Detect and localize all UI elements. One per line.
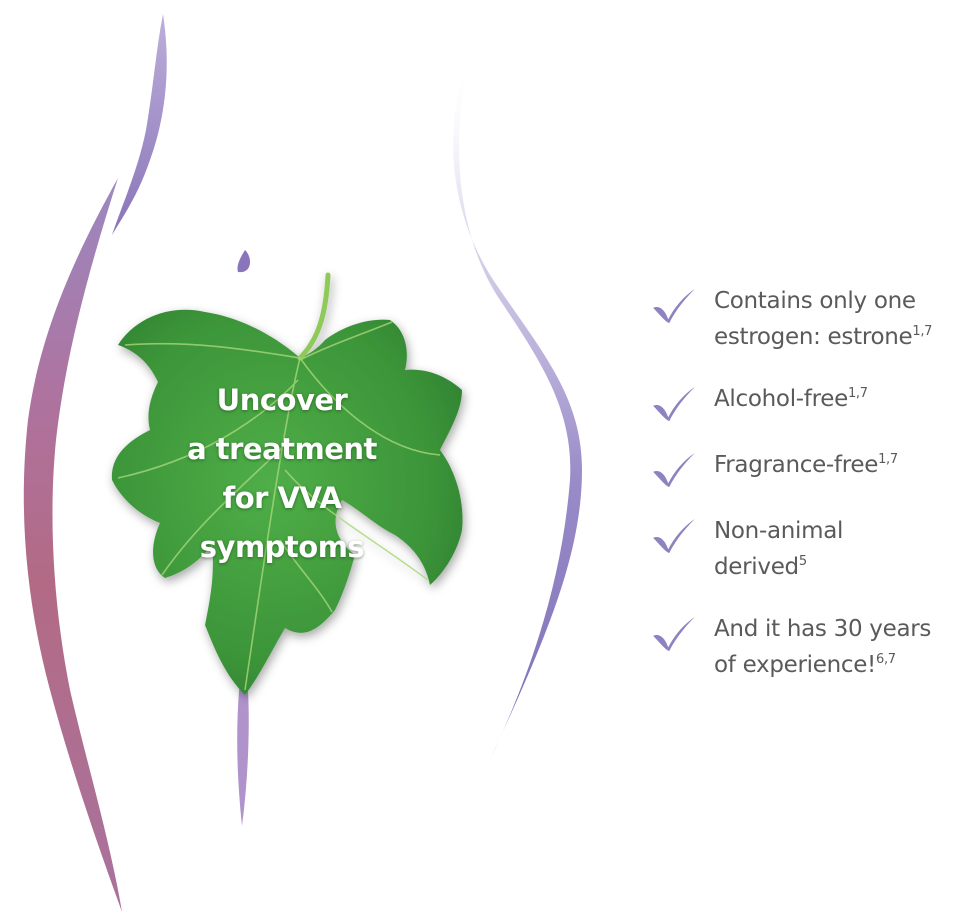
leaf-headline-line-3: for VVA — [222, 481, 342, 515]
fig-leaf-veins — [117, 321, 441, 691]
center-brush-stroke — [237, 680, 249, 826]
benefits-list: Contains only one estrogen: estrone1,7 A… — [650, 283, 950, 683]
checkmark-icon — [653, 616, 695, 652]
benefit-item: And it has 30 years of experience!6,7 — [650, 611, 950, 683]
benefit-text: Non-animal derived — [714, 518, 844, 580]
benefit-reference: 1,7 — [878, 452, 898, 467]
benefit-text: Alcohol-free — [714, 386, 848, 412]
leaf-headline-line-2: a treatment — [187, 432, 377, 466]
benefit-reference: 1,7 — [912, 324, 933, 339]
fig-leaf — [111, 272, 463, 695]
fig-leaf-shape — [111, 309, 463, 695]
checkmark-icon — [653, 518, 695, 554]
center-brush-drop — [237, 250, 250, 273]
top-left-brush-stroke — [112, 14, 167, 235]
leaf-headline-line-4: symptoms — [199, 530, 365, 564]
checkmark-icon — [653, 288, 695, 324]
checkmark-icon — [653, 452, 695, 488]
leaf-headline-line-1: Uncover — [216, 383, 348, 417]
leaf-headline: Uncover a treatment for VVA symptoms — [142, 376, 422, 572]
benefit-item: Fragrance-free1,7 — [650, 447, 950, 488]
right-brush-stroke — [453, 55, 582, 760]
benefit-text: Contains only one estrogen: estrone — [714, 288, 916, 350]
benefit-reference: 5 — [798, 554, 807, 569]
benefit-reference: 1,7 — [847, 386, 868, 401]
benefit-item: Contains only one estrogen: estrone1,7 — [650, 283, 950, 355]
benefit-item: Alcohol-free1,7 — [650, 381, 950, 422]
benefit-reference: 6,7 — [875, 652, 896, 667]
benefit-item: Non-animal derived5 — [650, 513, 950, 585]
benefit-text: And it has 30 years of experience! — [714, 616, 932, 678]
left-brush-stroke — [23, 178, 122, 912]
fig-leaf-stem — [297, 272, 331, 361]
checkmark-icon — [653, 386, 695, 422]
benefit-text: Fragrance-free — [714, 452, 879, 478]
